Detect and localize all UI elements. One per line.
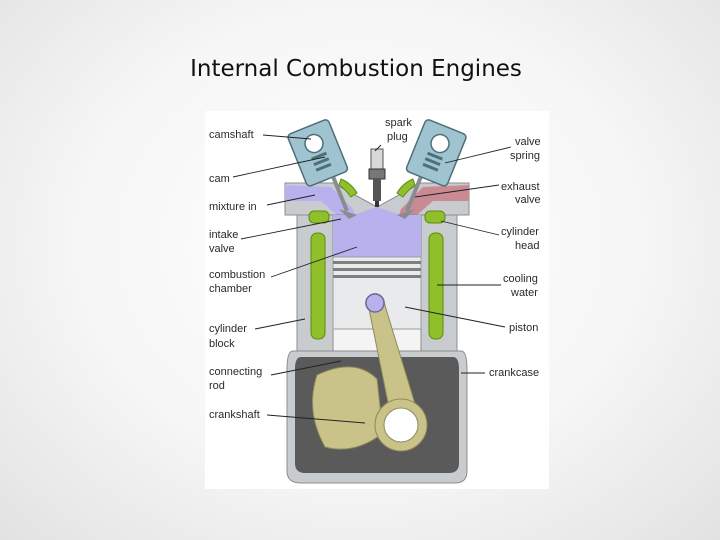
label-cooling-water-1: cooling xyxy=(503,273,538,285)
cooling-water-head-mid-right xyxy=(396,178,416,198)
label-cylinder-block-1: cylinder xyxy=(209,323,247,335)
label-cooling-water-2: water xyxy=(510,287,538,299)
exhaust-port xyxy=(399,185,469,215)
label-intake-valve-1: intake xyxy=(209,229,238,241)
label-spark-plug-2: plug xyxy=(387,131,408,143)
exhaust-valve-cover xyxy=(405,119,467,187)
leader-lines xyxy=(232,134,512,424)
slide-title: Internal Combustion Engines xyxy=(190,56,522,82)
label-valve-spring-1: valve xyxy=(515,136,541,148)
cooling-water-head-right xyxy=(424,210,446,224)
label-connecting-rod-2: rod xyxy=(209,380,225,392)
label-combustion-chamber-1: combustion xyxy=(209,269,265,281)
cooling-water-right xyxy=(428,232,444,340)
intake-valve-head xyxy=(339,209,357,219)
label-cylinder-head-1: cylinder xyxy=(501,226,539,238)
label-mixture-in: mixture in xyxy=(209,201,257,213)
label-spark-plug-1: spark xyxy=(385,117,412,129)
label-exhaust-valve-2: valve xyxy=(515,194,541,206)
piston-ring-2 xyxy=(333,268,421,271)
label-exhaust-valve-1: exhaust xyxy=(501,181,540,193)
spark-plug xyxy=(368,148,386,207)
label-cam: cam xyxy=(209,173,230,185)
piston-ring-1 xyxy=(333,261,421,264)
label-combustion-chamber-2: chamber xyxy=(209,283,252,295)
label-crankshaft: crankshaft xyxy=(209,409,260,421)
label-connecting-rod-1: connecting xyxy=(209,366,262,378)
engine-diagram: camshaft cam mixture in intake valve com… xyxy=(205,111,549,489)
cooling-water-head-left xyxy=(308,210,330,224)
cooling-water-head-mid-left xyxy=(338,178,358,198)
piston-ring-3 xyxy=(333,275,421,278)
intake-valve-cover xyxy=(287,119,349,187)
label-cylinder-block-2: block xyxy=(209,338,235,350)
label-intake-valve-2: valve xyxy=(209,243,235,255)
crankshaft-pin xyxy=(383,407,419,443)
engine-diagram-svg: camshaft cam mixture in intake valve com… xyxy=(209,117,541,484)
label-camshaft: camshaft xyxy=(209,129,254,141)
label-valve-spring-2: spring xyxy=(510,150,540,162)
crank-counterweight xyxy=(312,366,384,450)
intake-port xyxy=(285,185,355,215)
label-crankcase: crankcase xyxy=(489,367,539,379)
exhaust-valve-head xyxy=(397,209,415,219)
small-end xyxy=(365,293,385,313)
cooling-water-left xyxy=(310,232,326,340)
label-piston: piston xyxy=(509,322,538,334)
combustion-chamber xyxy=(333,207,421,257)
label-cylinder-head-2: head xyxy=(515,240,539,252)
